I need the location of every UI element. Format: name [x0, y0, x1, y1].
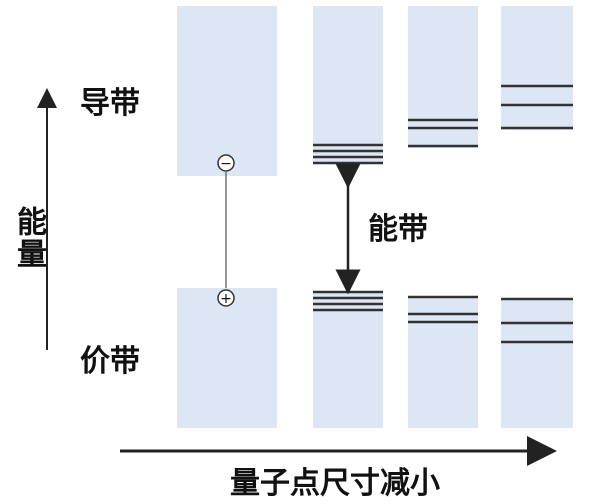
dot-large-valence-band: [313, 292, 383, 428]
dot-medium-conduction-levels: [408, 118, 478, 148]
conduction-band-label: 导带: [80, 86, 140, 121]
band-gap-label: 能带: [368, 212, 428, 247]
dot-small-conduction-band: [501, 6, 573, 130]
bulk-conduction-band: [177, 6, 277, 176]
dot-small-valence-levels: [501, 297, 573, 344]
dot-medium-valence-band: [408, 296, 478, 428]
hole-symbol: +: [220, 291, 232, 307]
dot-medium-conduction-band: [408, 6, 478, 148]
electron-icon: [217, 154, 235, 172]
energy-axis-label: 能量: [11, 206, 46, 270]
electron-symbol: −: [220, 156, 232, 172]
valence-band-label: 价带: [80, 344, 140, 379]
bulk-valence-band: [177, 288, 277, 428]
dot-large-conduction-band: [313, 6, 383, 164]
dot-small-conduction-levels: [501, 84, 573, 130]
hole-icon: [217, 289, 235, 307]
dot-medium-valence-levels: [408, 295, 478, 324]
dot-small-valence-band: [501, 298, 573, 428]
dot-large-conduction-levels: [313, 143, 383, 165]
size-axis-label: 量子点尺寸减小: [230, 466, 440, 501]
